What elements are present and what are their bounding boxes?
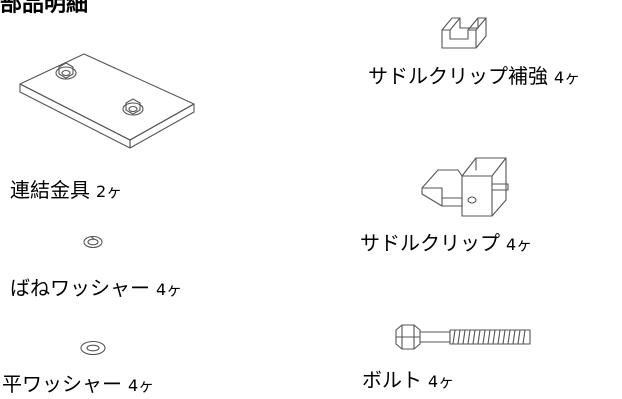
connecting-plate-label: 連結金具 2ヶ [10,180,122,200]
flat-washer-qty: 4ヶ [128,376,155,395]
spring-washer-qty: 4ヶ [156,280,183,299]
flat-washer-label: 平ワッシャー 4ヶ [2,374,154,394]
bolt-label: ボルト 4ヶ [362,370,454,390]
flat-washer-illustration [80,340,106,356]
saddle-clip-label: サドルクリップ 4ヶ [360,233,532,253]
connecting-plate-illustration [19,53,195,149]
saddle-clip-reinforcement-name: サドルクリップ補強 [368,64,548,88]
connecting-plate-name: 連結金具 [10,178,90,202]
bolt-name: ボルト [362,368,422,392]
spring-washer-label: ばねワッシャー 4ヶ [10,278,182,298]
saddle-clip-reinforcement-illustration [441,17,487,49]
saddle-clip-qty: 4ヶ [506,235,533,254]
parts-list-heading: 部品明細 [0,0,89,17]
spring-washer-name: ばねワッシャー [10,276,150,300]
bolt-illustration [395,324,531,350]
saddle-clip-illustration [421,157,509,217]
flat-washer-name: 平ワッシャー [2,372,122,396]
connecting-plate-qty: 2ヶ [96,182,123,201]
saddle-clip-name: サドルクリップ [360,231,500,255]
saddle-clip-reinforcement-label: サドルクリップ補強 4ヶ [368,66,580,86]
spring-washer-illustration [83,235,103,249]
bolt-qty: 4ヶ [428,372,455,391]
saddle-clip-reinforcement-qty: 4ヶ [554,68,581,87]
